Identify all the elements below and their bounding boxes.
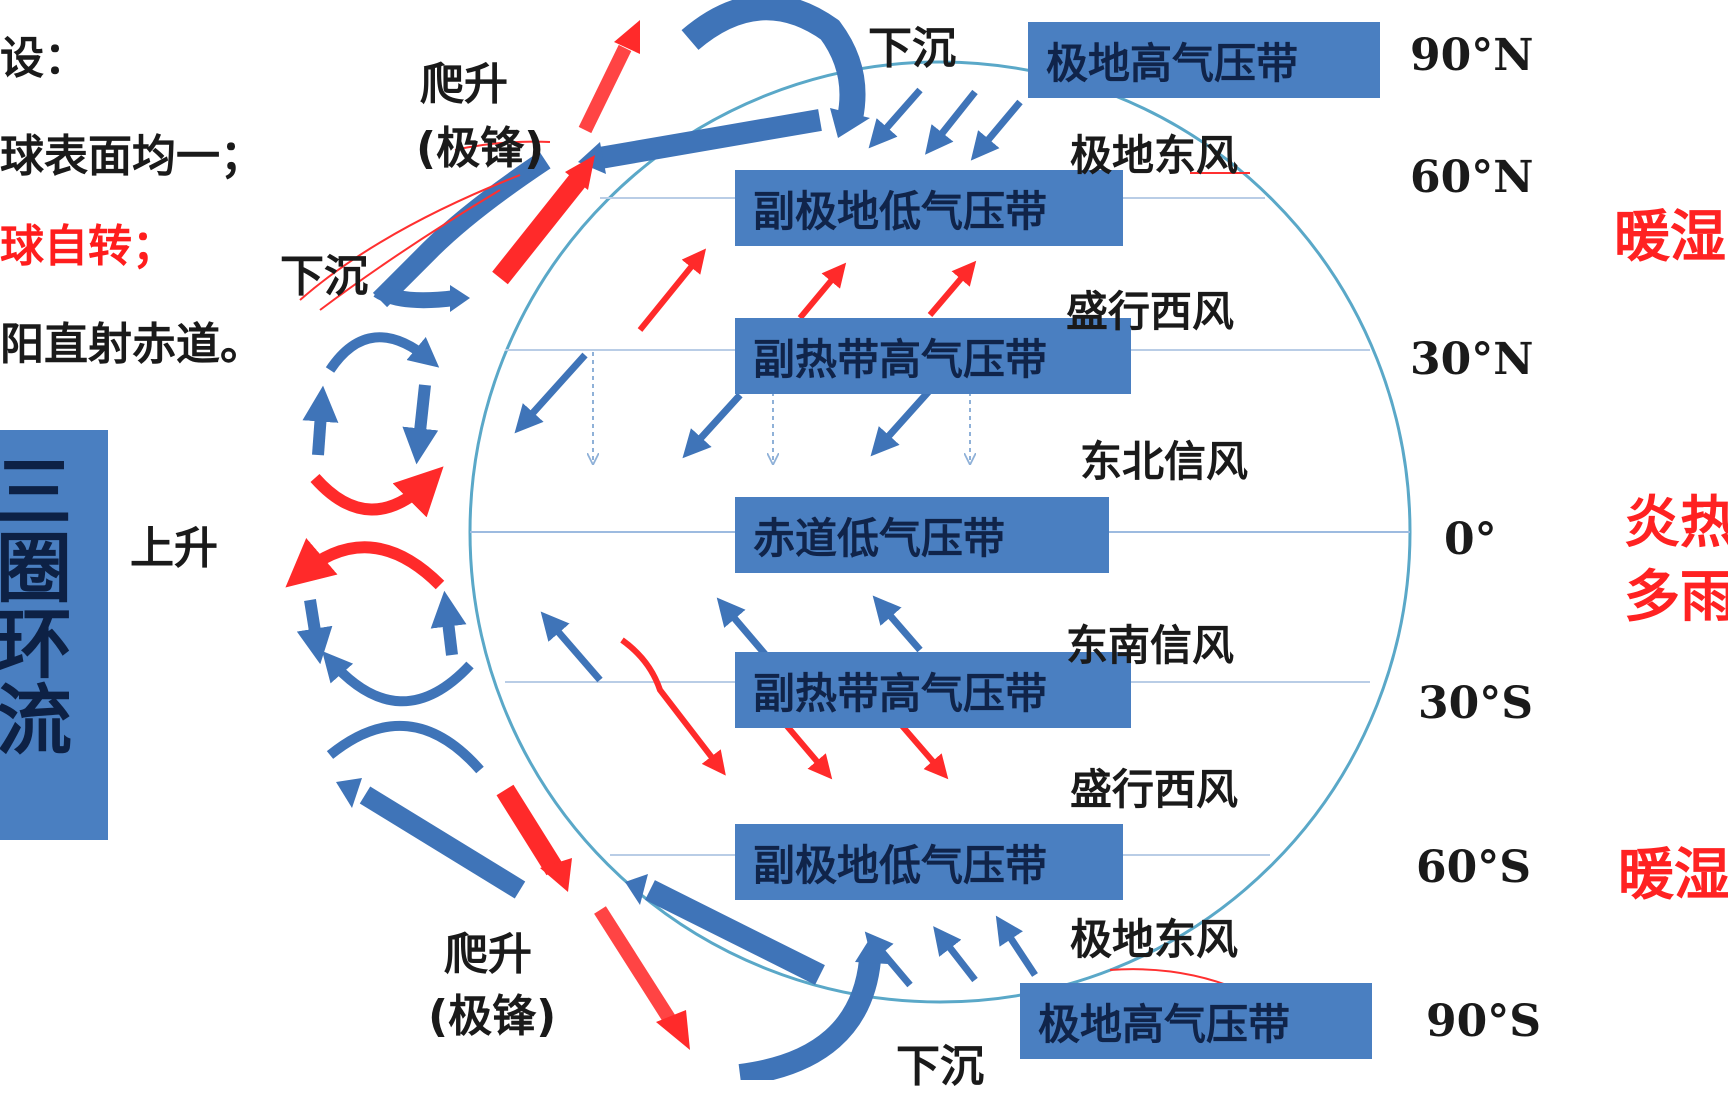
north-polar-cell-arrows	[372, 0, 870, 312]
latitude-60s: 60°S	[1416, 842, 1532, 893]
south-subpolar-low-belt: 副极地低气压带	[735, 824, 1123, 900]
polar-front-label-bottom: (极锋)	[428, 991, 557, 1042]
climate-equator-line2: 多雨	[1624, 565, 1728, 630]
south-polar-easterly-arrows	[864, 915, 1038, 988]
intro-line-4: 阳直射赤道。	[0, 319, 264, 370]
polar-front-label-top: (极锋)	[416, 123, 545, 174]
title-box	[0, 430, 108, 840]
equatorial-low-belt: 赤道低气压带	[735, 497, 1109, 573]
sink-label-top: 下沉	[868, 23, 956, 74]
globe	[468, 60, 1412, 1004]
latitude-90n: 90°N	[1410, 30, 1534, 81]
ne-trade-arrows	[514, 352, 933, 459]
rise-label: 上升	[130, 523, 218, 574]
north-westerlies-label: 盛行西风	[1066, 287, 1235, 336]
north-westerly-arrows	[637, 248, 977, 332]
north-subpolar-low-belt: 副极地低气压带	[735, 170, 1123, 246]
se-trade-arrows	[540, 595, 923, 683]
intro-line-3: 球自转；	[0, 221, 176, 272]
north-subtropical-high-belt: 副热带高气压带	[735, 318, 1131, 394]
latitude-60n: 60°N	[1410, 152, 1534, 203]
south-polar-easterlies-label: 极地东风	[1070, 915, 1239, 964]
north-polar-high-belt: 极地高气压带	[1028, 22, 1380, 98]
handwriting-marks	[299, 140, 1250, 991]
south-polar-high-belt: 极地高气压带	[1020, 983, 1372, 1059]
climate-equator-line1: 炎热	[1624, 491, 1728, 556]
climb-label-top: 爬升	[420, 59, 508, 110]
se-trades-label: 东南信风	[1066, 621, 1235, 670]
sink-label-bottom: 下沉	[896, 1041, 984, 1092]
climb-label-bottom: 爬升	[444, 929, 532, 980]
intro-line-1: 设：	[0, 33, 88, 84]
sink-label-left: 下沉	[280, 251, 368, 302]
ne-trades-label: 东北信风	[1080, 437, 1249, 486]
south-polar-cell-arrows	[336, 778, 888, 1080]
sinking-dashed-arrows	[593, 352, 970, 460]
diagram-title: 三圈环流	[0, 452, 72, 756]
north-polar-easterlies-label: 极地东风	[1070, 131, 1239, 180]
latitude-0: 0°	[1444, 514, 1497, 565]
latitude-30s: 30°S	[1418, 678, 1534, 729]
intro-line-2: 球表面均一；	[0, 131, 264, 182]
hadley-ferrel-loops	[285, 332, 484, 774]
latitude-30n: 30°N	[1410, 334, 1534, 385]
south-subtropical-high-belt: 副热带高气压带	[735, 652, 1131, 728]
north-polar-easterly-arrows	[868, 87, 1023, 161]
latitude-90s: 90°S	[1426, 996, 1542, 1047]
climate-south-mid: 暖湿	[1618, 843, 1728, 908]
climate-north-mid: 暖湿	[1614, 205, 1726, 270]
south-westerlies-label: 盛行西风	[1070, 765, 1239, 814]
